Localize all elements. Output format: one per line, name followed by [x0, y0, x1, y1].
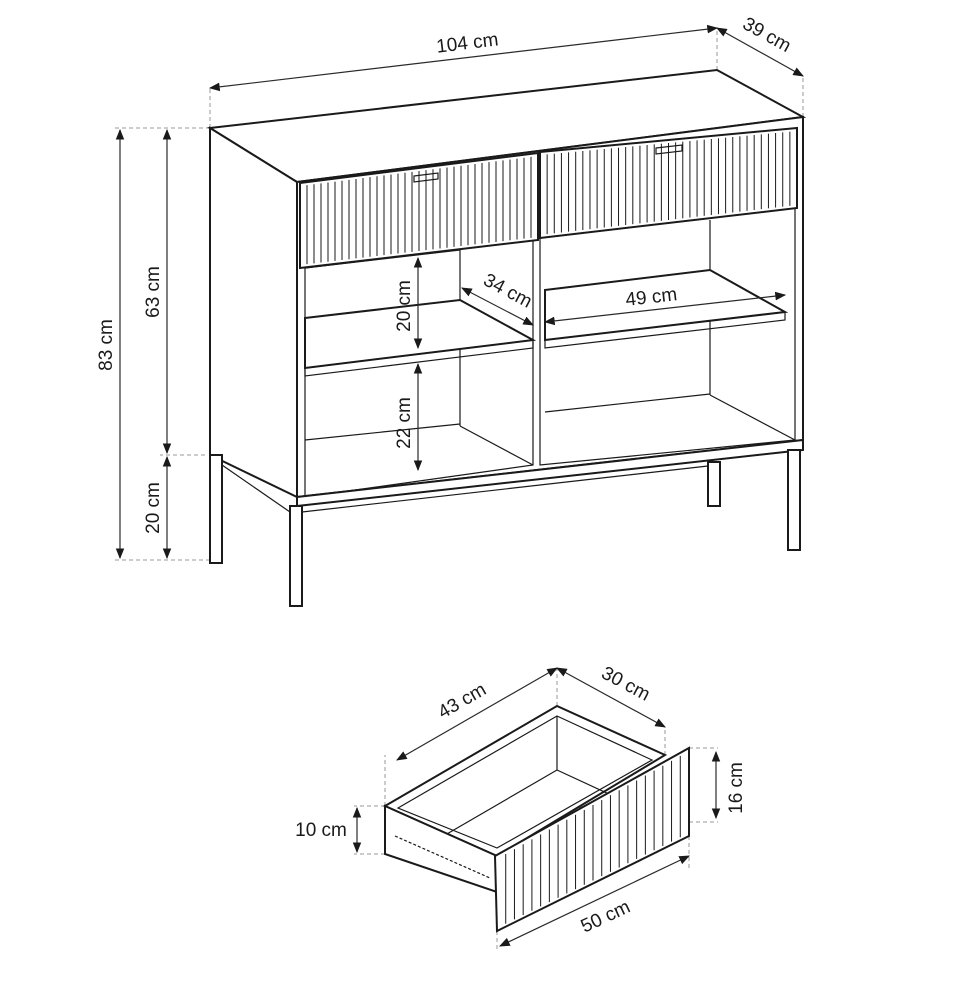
- cabinet-left-side: [209, 126, 298, 499]
- legs: [209, 449, 801, 607]
- drawer-front-height-label: 16 cm: [726, 762, 747, 814]
- depth-label: 39 cm: [739, 13, 794, 56]
- lower-shelf-height-label: 22 cm: [394, 397, 415, 449]
- upper-shelf-height-label: 20 cm: [394, 280, 415, 332]
- leg-height-label: 20 cm: [143, 482, 164, 534]
- drawer-handle: [413, 172, 439, 183]
- sideboard-drawing: 104 cm 39 cm 83 cm 63 cm 20 cm 20 cm 22 …: [96, 13, 807, 607]
- drawer-depth-label: 30 cm: [598, 663, 654, 706]
- drawer-front-width-label: 50 cm: [578, 897, 634, 938]
- drawer-handle: [655, 144, 683, 155]
- width-label: 104 cm: [435, 29, 499, 57]
- cabinet-base: [296, 438, 804, 508]
- drawer-side-height-label: 10 cm: [295, 820, 347, 841]
- total-height-label: 83 cm: [96, 319, 117, 371]
- drawer-length-label: 43 cm: [435, 679, 490, 723]
- drawer-drawing: 43 cm 30 cm 16 cm 10 cm 50 cm: [295, 663, 747, 950]
- body-height-label: 63 cm: [143, 266, 164, 318]
